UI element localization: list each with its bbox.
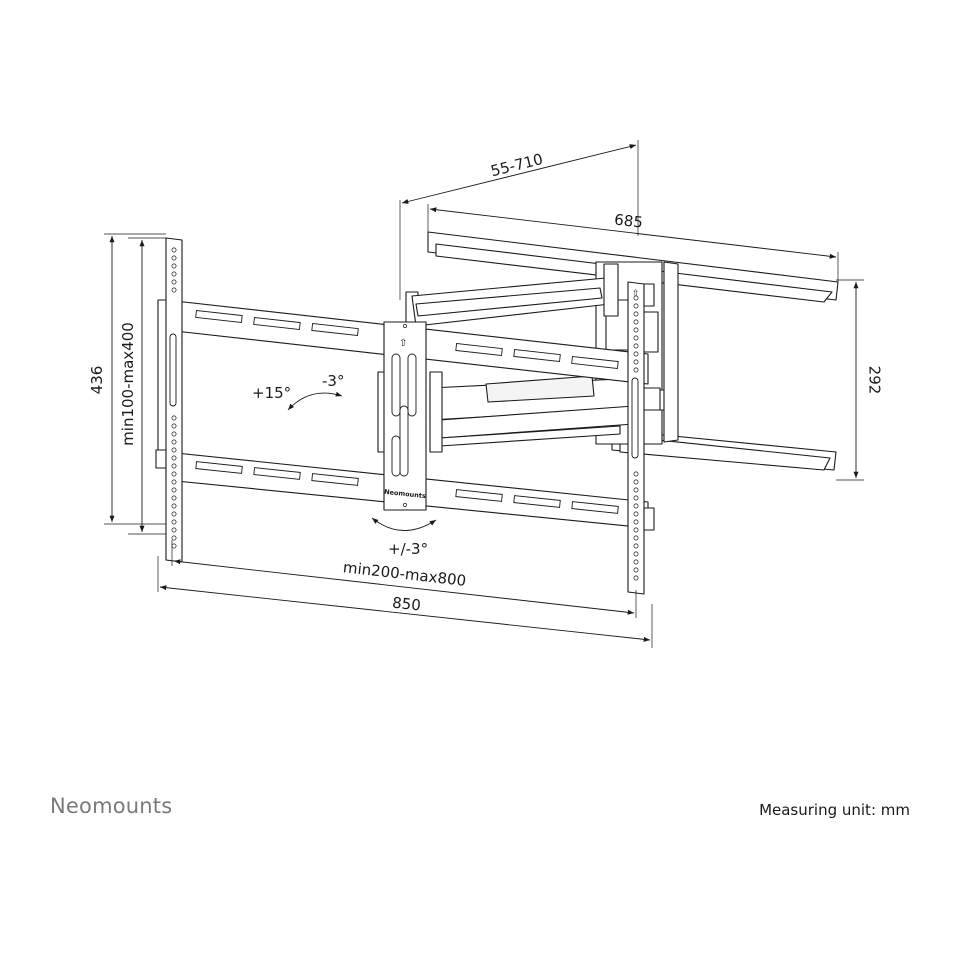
mounting-hole bbox=[171, 527, 177, 533]
dim-plate-width: 850 bbox=[157, 556, 653, 648]
tilt-down-label: -3° bbox=[322, 372, 344, 390]
mounting-hole bbox=[171, 519, 177, 525]
horizontal-pattern-label: min200-max800 bbox=[342, 558, 467, 590]
dim-vertical-pattern: min100-max400 bbox=[119, 237, 166, 535]
mounting-hole bbox=[633, 511, 639, 517]
mounting-hole bbox=[633, 527, 639, 533]
dim-wall-plate-height: 292 bbox=[836, 279, 884, 481]
mounting-hole bbox=[171, 535, 177, 541]
mounting-hole bbox=[633, 479, 639, 485]
mounting-hole bbox=[171, 271, 177, 277]
center-adapter-plate: ⇧ Neomounts bbox=[377, 321, 443, 511]
rotation-indicator: +/-3° bbox=[371, 517, 437, 558]
mounting-hole bbox=[633, 311, 639, 317]
mounting-hole bbox=[171, 247, 177, 253]
plate-height-label: 436 bbox=[88, 366, 106, 395]
depth-range-label: 55-710 bbox=[489, 150, 545, 180]
mounting-hole bbox=[633, 535, 639, 541]
mounting-hole bbox=[171, 439, 177, 445]
mounting-hole bbox=[171, 279, 177, 285]
mounting-hole bbox=[171, 287, 177, 293]
mounting-hole bbox=[633, 471, 639, 477]
mounting-hole bbox=[633, 327, 639, 333]
tilt-indicator: +15° -3° bbox=[252, 372, 344, 411]
tilt-up-label: +15° bbox=[252, 384, 291, 402]
mounting-hole bbox=[171, 495, 177, 501]
plate-width-label: 850 bbox=[391, 594, 421, 615]
mounting-hole bbox=[171, 503, 177, 509]
measuring-unit-label: Measuring unit: mm bbox=[759, 801, 910, 819]
mounting-hole bbox=[633, 367, 639, 373]
mounting-hole bbox=[171, 471, 177, 477]
mounting-hole bbox=[633, 359, 639, 365]
right-vertical-bracket: ⇧ bbox=[627, 281, 655, 595]
mounting-hole bbox=[633, 319, 639, 325]
mounting-hole bbox=[171, 487, 177, 493]
mounting-hole bbox=[171, 543, 177, 549]
mounting-hole bbox=[171, 263, 177, 269]
svg-text:⇧: ⇧ bbox=[632, 289, 640, 299]
dim-plate-height: 436 bbox=[88, 233, 166, 525]
mounting-hole bbox=[633, 335, 639, 341]
wall-plate-height-label: 292 bbox=[866, 366, 884, 395]
mounting-hole bbox=[171, 479, 177, 485]
left-vertical-bracket bbox=[155, 237, 183, 563]
mounting-hole bbox=[633, 543, 639, 549]
mounting-hole bbox=[633, 559, 639, 565]
mounting-hole bbox=[633, 575, 639, 581]
brand-logo: Neomounts bbox=[50, 794, 172, 818]
mounting-hole bbox=[633, 351, 639, 357]
mounting-hole bbox=[171, 255, 177, 261]
mounting-hole bbox=[171, 415, 177, 421]
vertical-pattern-label: min100-max400 bbox=[119, 322, 137, 446]
mounting-hole bbox=[171, 455, 177, 461]
mounting-hole bbox=[171, 431, 177, 437]
mounting-hole bbox=[633, 503, 639, 509]
mounting-hole bbox=[633, 303, 639, 309]
arm-width-label: 685 bbox=[613, 210, 644, 231]
mounting-hole bbox=[633, 343, 639, 349]
mounting-hole bbox=[633, 495, 639, 501]
mounting-hole bbox=[171, 423, 177, 429]
dim-arm-width: 685 bbox=[427, 204, 839, 282]
mounting-hole bbox=[633, 295, 639, 301]
svg-text:⇧: ⇧ bbox=[399, 338, 407, 349]
mounting-hole bbox=[171, 463, 177, 469]
mounting-hole bbox=[633, 519, 639, 525]
mounting-hole bbox=[633, 567, 639, 573]
mounting-hole bbox=[633, 487, 639, 493]
mounting-hole bbox=[171, 447, 177, 453]
mounting-hole bbox=[633, 551, 639, 557]
mounting-hole bbox=[171, 511, 177, 517]
rotation-label: +/-3° bbox=[388, 540, 428, 558]
